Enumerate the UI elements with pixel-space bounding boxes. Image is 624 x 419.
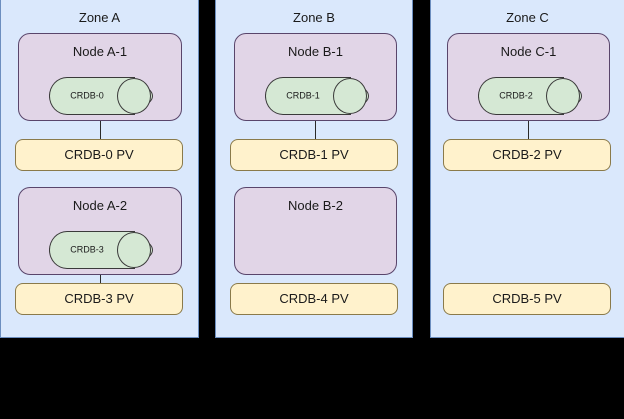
node-box-a-2[interactable]: Node A-2 CRDB-3 xyxy=(18,187,182,275)
zone-panel-b: Zone B Node B-1 CRDB-1 CRDB-1 PV Node B-… xyxy=(215,0,413,338)
connector-node-b-1-to-crdb-1-pv xyxy=(315,121,316,139)
pv-label-crdb-2-pv: CRDB-2 PV xyxy=(492,147,562,162)
node-title-b-2: Node B-2 xyxy=(288,198,343,213)
zone-panel-a: Zone A Node A-1 CRDB-0 CRDB-0 PV Node A-… xyxy=(0,0,199,338)
pv-box-crdb-5-pv[interactable]: CRDB-5 PV xyxy=(443,283,611,315)
pv-box-crdb-2-pv[interactable]: CRDB-2 PV xyxy=(443,139,611,171)
pv-box-crdb-3-pv[interactable]: CRDB-3 PV xyxy=(15,283,183,315)
cylinder-right-cap xyxy=(546,78,580,114)
pv-label-crdb-0-pv: CRDB-0 PV xyxy=(64,147,134,162)
database-label-crdb-1: CRDB-1 xyxy=(286,90,320,101)
database-cylinder-crdb-1[interactable]: CRDB-1 xyxy=(265,77,369,115)
database-cylinder-crdb-2[interactable]: CRDB-2 xyxy=(478,77,582,115)
connector-node-c-1-to-crdb-2-pv xyxy=(528,121,529,139)
cylinder-left-cap xyxy=(265,77,301,115)
pv-label-crdb-1-pv: CRDB-1 PV xyxy=(279,147,349,162)
database-cylinder-crdb-0[interactable]: CRDB-0 xyxy=(49,77,153,115)
node-title-a-1: Node A-1 xyxy=(72,44,128,59)
pv-box-crdb-1-pv[interactable]: CRDB-1 PV xyxy=(230,139,398,171)
pv-label-crdb-5-pv: CRDB-5 PV xyxy=(492,291,562,306)
node-title-b-1: Node B-1 xyxy=(288,44,343,59)
database-label-crdb-2: CRDB-2 xyxy=(499,90,533,101)
zone-panel-c: Zone C Node C-1 CRDB-2 CRDB-2 PV CRDB-5 … xyxy=(430,0,624,338)
node-box-b-1[interactable]: Node B-1 CRDB-1 xyxy=(234,33,397,121)
node-box-a-1[interactable]: Node A-1 CRDB-0 xyxy=(18,33,182,121)
cylinder-left-cap xyxy=(49,231,85,269)
connector-node-a-1-to-crdb-0-pv xyxy=(100,121,101,139)
cylinder-right-cap xyxy=(117,232,151,268)
cylinder-left-cap xyxy=(478,77,514,115)
cylinder-left-cap xyxy=(49,77,85,115)
cylinder-right-cap xyxy=(333,78,367,114)
node-box-c-1[interactable]: Node C-1 CRDB-2 xyxy=(447,33,610,121)
node-box-b-2[interactable]: Node B-2 xyxy=(234,187,397,275)
node-title-c-1: Node C-1 xyxy=(500,44,557,59)
pv-label-crdb-3-pv: CRDB-3 PV xyxy=(64,291,134,306)
pv-label-crdb-4-pv: CRDB-4 PV xyxy=(279,291,349,306)
node-title-a-2: Node A-2 xyxy=(72,198,128,213)
zone-title-c: Zone C xyxy=(506,10,549,25)
pv-box-crdb-0-pv[interactable]: CRDB-0 PV xyxy=(15,139,183,171)
zone-title-b: Zone B xyxy=(293,10,335,25)
database-label-crdb-0: CRDB-0 xyxy=(70,90,104,101)
database-label-crdb-3: CRDB-3 xyxy=(70,244,104,255)
zone-title-a: Zone A xyxy=(78,10,121,25)
pv-box-crdb-4-pv[interactable]: CRDB-4 PV xyxy=(230,283,398,315)
database-cylinder-crdb-3[interactable]: CRDB-3 xyxy=(49,231,153,269)
cylinder-right-cap xyxy=(117,78,151,114)
